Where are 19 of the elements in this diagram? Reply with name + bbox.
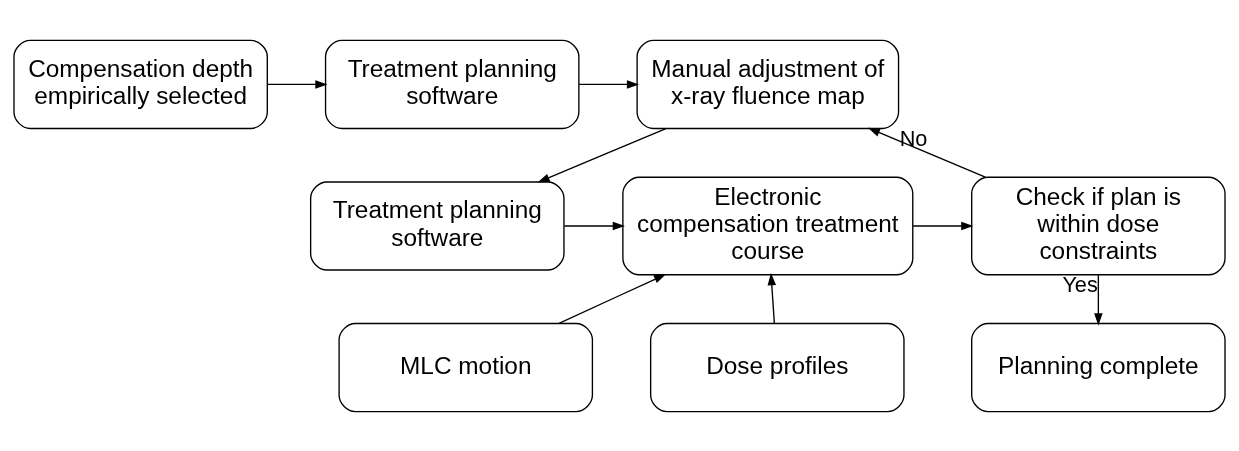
arrow [563,221,625,230]
node-box: Check if plan is within dose constraints [971,176,1226,275]
node-box: Treatment planning software [309,180,565,271]
node-box: Treatment planning software [324,39,580,129]
edge-label: No [899,125,928,151]
node-box: Manual adjustment of x-ray fluence map [636,39,900,129]
arrow [912,221,974,230]
arrow [537,127,667,183]
arrow [1094,273,1103,325]
arrow [558,273,667,324]
node-box: MLC motion [338,322,594,412]
node-box: Electronic compensation treatment course [622,176,914,275]
arrow [867,127,986,178]
node-box: Dose profiles [650,322,905,412]
node-box: Compensation depth empirically selected [13,39,268,129]
node-box: Planning complete [971,322,1226,412]
arrow [767,272,777,324]
arrow [267,79,328,89]
arrow [578,79,640,89]
